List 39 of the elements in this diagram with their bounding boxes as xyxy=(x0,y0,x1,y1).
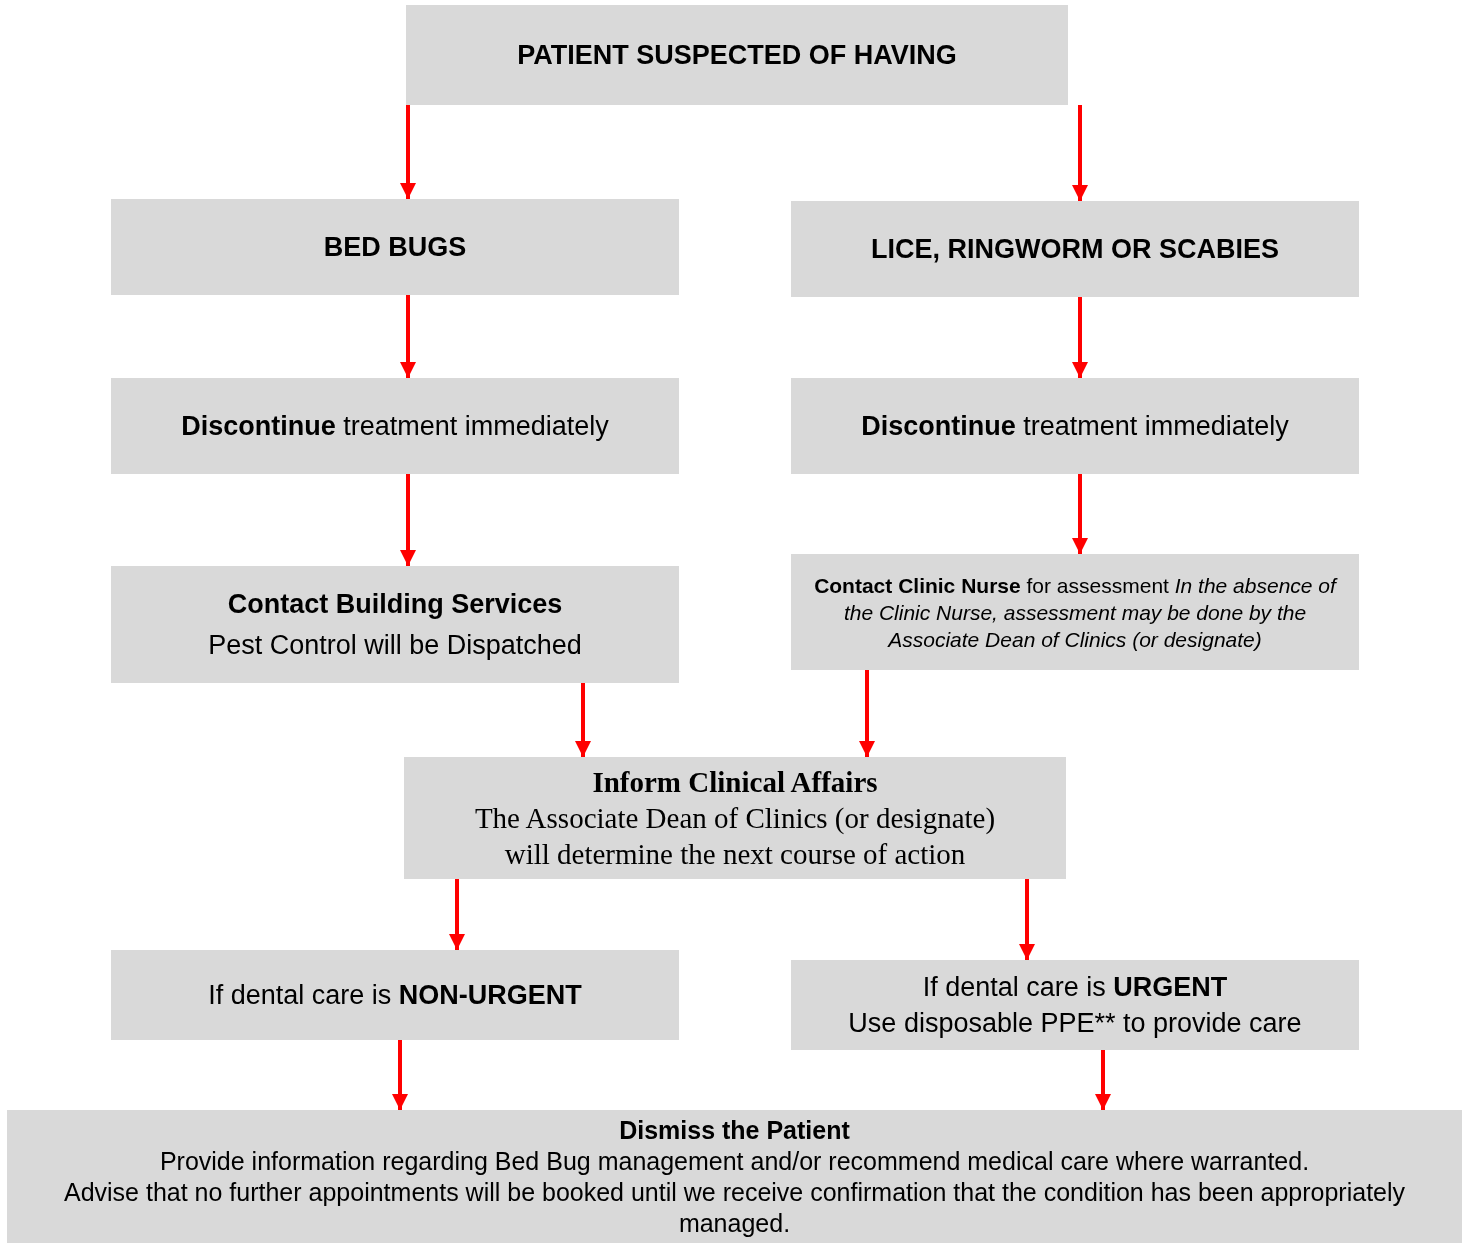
arrow xyxy=(400,295,416,378)
box-text: If dental care is URGENT xyxy=(922,971,1228,1004)
process-box xyxy=(791,554,1359,670)
process-box xyxy=(404,757,1066,879)
arrow xyxy=(392,1040,408,1110)
box-text: Use disposable PPE** to provide care xyxy=(848,1007,1302,1040)
box-text: Pest Control will be Dispatched xyxy=(208,628,582,662)
box-text: The Associate Dean of Clinics (or designate) will determine the next course of action xyxy=(473,801,997,872)
process-box xyxy=(111,566,679,683)
box-heading: Contact Building Services xyxy=(227,588,563,621)
box-text: BED BUGS xyxy=(323,230,467,264)
process-box xyxy=(406,5,1068,105)
box-text: Discontinue treatment immediately xyxy=(861,409,1289,443)
process-box xyxy=(791,201,1359,297)
process-box xyxy=(7,1110,1462,1243)
box-text: Discontinue treatment immediately xyxy=(181,409,609,443)
arrow xyxy=(1072,297,1088,378)
process-box xyxy=(111,199,679,295)
box-text: Contact Clinic Nurse for assessment In the absence of the Clinic Nurse, assessment may be done by the Associate Dean of Clinics (or designate) xyxy=(813,572,1339,653)
box-text: PATIENT SUSPECTED OF HAVING xyxy=(517,38,957,72)
process-box xyxy=(111,378,679,474)
box-heading: Dismiss the Patient xyxy=(619,1114,850,1146)
arrow xyxy=(859,670,875,757)
arrow xyxy=(400,474,416,566)
process-box xyxy=(791,378,1359,474)
arrow xyxy=(1072,474,1088,554)
box-heading: Inform Clinical Affairs xyxy=(592,765,878,800)
box-text: Advise that no further appointments will be booked until we receive confirmation that the condition has been appropriately managed. xyxy=(62,1176,1407,1239)
process-box xyxy=(791,960,1359,1050)
arrow xyxy=(1072,105,1088,201)
arrow xyxy=(449,879,465,950)
box-text: Provide information regarding Bed Bug management and/or recommend medical care where warranted. xyxy=(159,1145,1310,1177)
arrow xyxy=(575,683,591,757)
box-text: LICE, RINGWORM OR SCABIES xyxy=(871,232,1279,266)
arrow xyxy=(1019,879,1035,960)
process-box xyxy=(111,950,679,1040)
box-text: If dental care is NON-URGENT xyxy=(208,978,582,1012)
arrow xyxy=(400,105,416,199)
arrow xyxy=(1095,1050,1111,1110)
